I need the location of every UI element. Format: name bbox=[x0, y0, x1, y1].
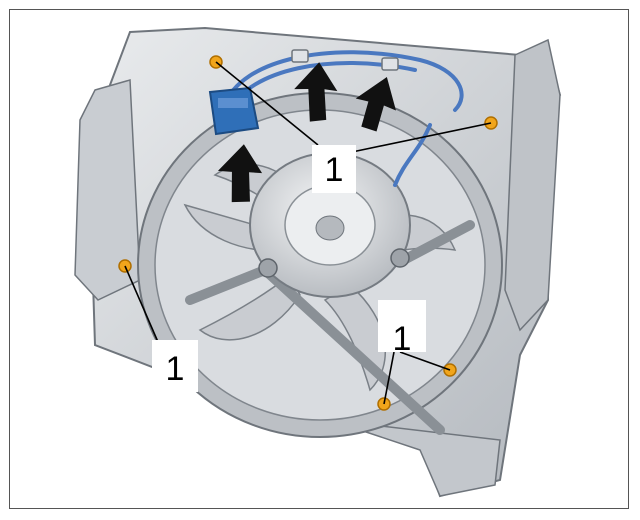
leader-lines bbox=[124, 61, 492, 405]
bolt-markers bbox=[118, 55, 498, 411]
connector-icon bbox=[208, 86, 260, 136]
up-arrow-icon bbox=[294, 62, 338, 122]
callout-label-top: 1 bbox=[312, 145, 356, 193]
motor-hub bbox=[249, 152, 411, 298]
callout-label-bottom-right: 1 bbox=[378, 300, 426, 356]
up-arrow-icon bbox=[355, 77, 396, 132]
up-arrow-icon bbox=[217, 144, 263, 203]
callout-label-left: 1 bbox=[152, 340, 198, 392]
wire-clips bbox=[291, 49, 399, 71]
direction-arrows bbox=[217, 62, 396, 203]
motor-struts bbox=[185, 220, 475, 435]
